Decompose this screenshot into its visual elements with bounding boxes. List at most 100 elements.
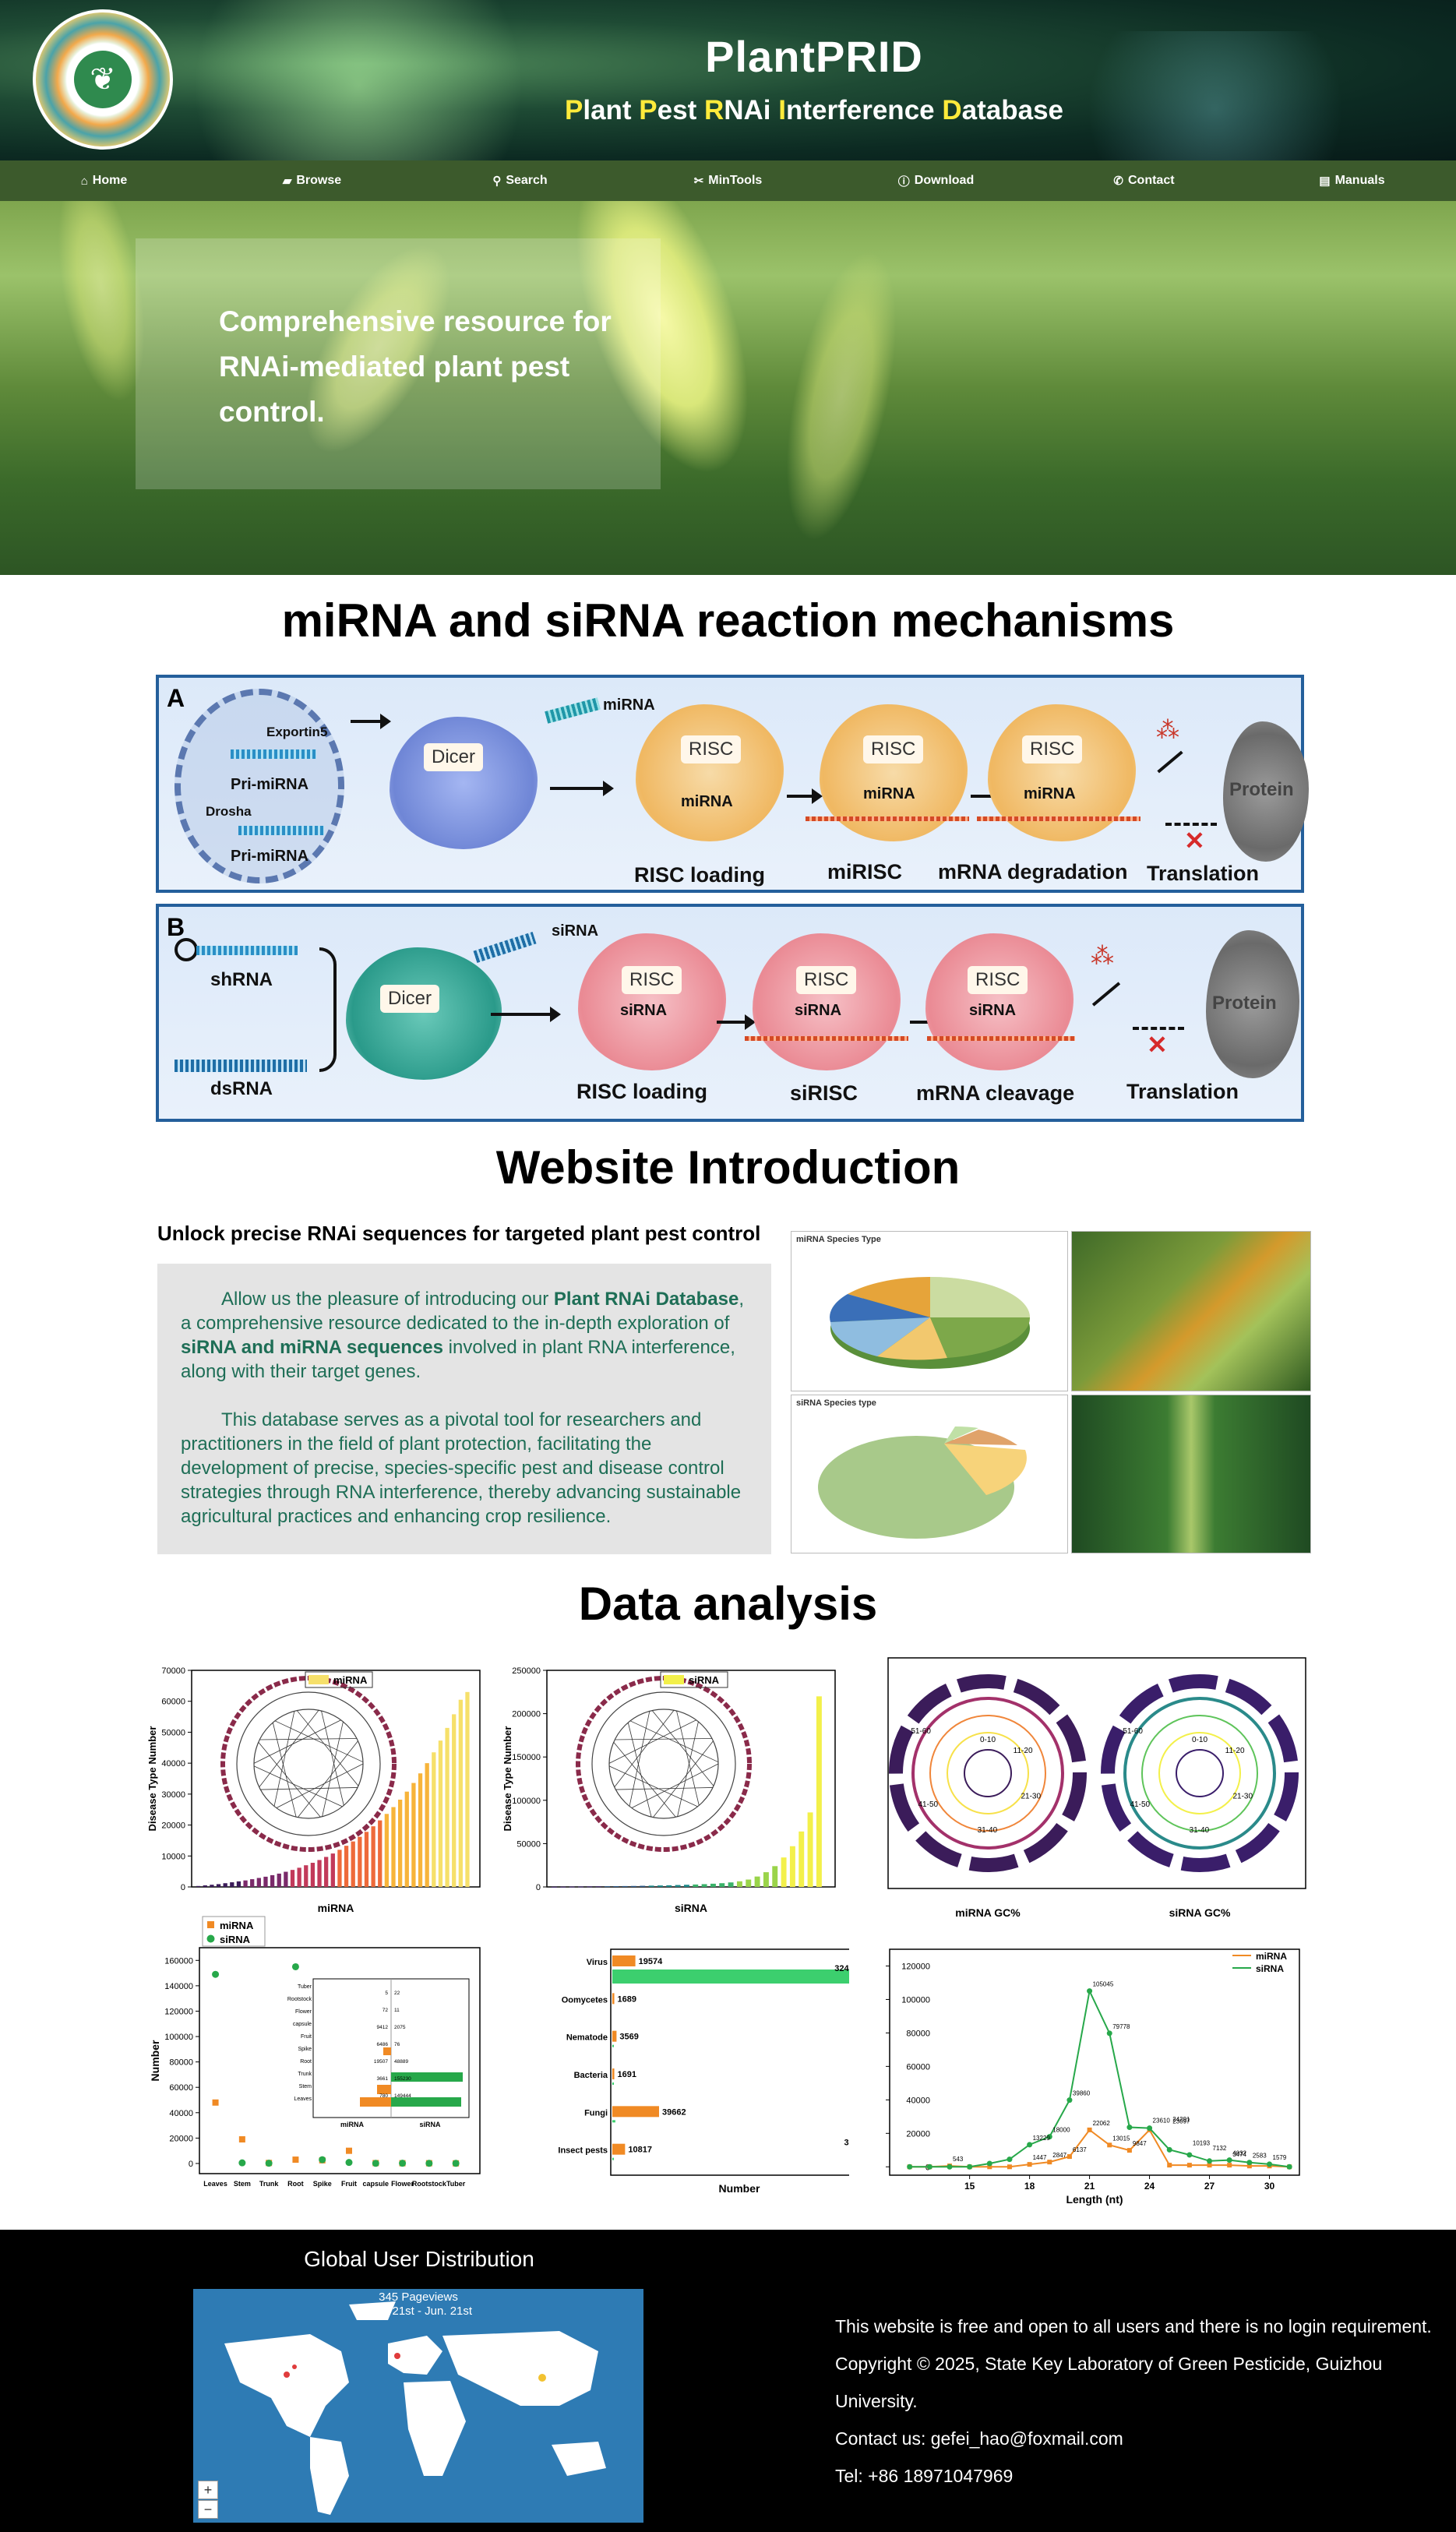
inset-value-label: 11: [394, 2008, 400, 2013]
inset-value-label: 3661: [377, 2076, 389, 2082]
x-tick-label: Flower: [391, 2180, 414, 2188]
home-icon: ⌂: [80, 174, 88, 188]
nav-item-mintools[interactable]: ✂MinTools: [624, 160, 832, 201]
bar: [710, 1883, 716, 1887]
radial-link: [614, 1709, 675, 1788]
legend-swatch: [664, 1675, 684, 1684]
gc-ring: [1123, 1697, 1276, 1850]
y-tick-label: 50000: [516, 1839, 541, 1849]
nav-item-contact[interactable]: ✆Contact: [1040, 160, 1248, 201]
radial-link: [322, 1721, 344, 1817]
ring-label: 11-20: [1014, 1747, 1033, 1755]
bar: [458, 1699, 463, 1887]
bar: [595, 1886, 601, 1888]
bar: [324, 1857, 329, 1887]
x-tick-label: Leaves: [203, 2180, 227, 2188]
bar: [630, 1885, 636, 1887]
gc-ring: [964, 1749, 1012, 1797]
inset-value-label: 76: [394, 2042, 400, 2047]
nav-item-label: Download: [914, 174, 975, 187]
inset-row-label: Leaves: [294, 2096, 312, 2102]
inset-value-label: 149444: [394, 2093, 411, 2099]
inset-row-label: Fruit: [301, 2034, 312, 2040]
world-map[interactable]: 345 Pageviews May. 21st - Jun. 21st + −: [193, 2289, 643, 2523]
bar: [666, 1885, 672, 1887]
intro-images: miRNA Species Type siRNA Species type: [791, 1231, 1311, 1553]
inset-row-label: capsule: [293, 2022, 312, 2027]
y-tick-label: 80000: [169, 2058, 193, 2068]
ring-label: 31-40: [1190, 1826, 1210, 1835]
x-tick-label: Stem: [234, 2180, 251, 2188]
zoom-in-button[interactable]: +: [198, 2481, 218, 2499]
zoom-out-button[interactable]: −: [198, 2500, 218, 2519]
series-point: [967, 2163, 973, 2170]
search-icon: ⚲: [492, 175, 502, 188]
series-point: [1186, 2163, 1192, 2168]
dicer-blob: [390, 717, 538, 849]
radial-link: [253, 1765, 343, 1807]
bar: [277, 1873, 281, 1887]
inset-value-label: 155230: [394, 2076, 411, 2082]
series-point: [1167, 2163, 1172, 2168]
inset-value-label: 6486: [377, 2042, 389, 2047]
nav-item-manuals[interactable]: ▤Manuals: [1248, 160, 1456, 201]
scatter-point: [265, 2160, 273, 2167]
y-tick-label: 20000: [906, 2129, 930, 2139]
bar: [404, 1791, 409, 1887]
bar: [391, 1807, 396, 1887]
point-label: 2583: [1253, 2153, 1267, 2160]
point-label: 18000: [1052, 2127, 1070, 2134]
inset-value-label: 22: [394, 1991, 400, 1996]
document-icon: ▤: [1319, 175, 1331, 188]
legend-box: [660, 1671, 728, 1688]
plot-frame: [199, 1947, 481, 2174]
x-tick-label: capsule: [363, 2180, 390, 2188]
series-point: [1207, 2163, 1212, 2168]
point-label: 22062: [1093, 2120, 1111, 2127]
nav-item-search[interactable]: ⚲Search: [416, 160, 624, 201]
x-axis-label: miRNA: [318, 1902, 354, 1914]
subtitle-part: P: [639, 95, 657, 125]
series-point: [947, 2163, 953, 2170]
scatter-point: [212, 1970, 220, 1978]
radial-link: [651, 1710, 714, 1786]
series-point: [1246, 2160, 1253, 2166]
y-tick-label: 60000: [906, 2062, 930, 2072]
y-tick-label: 0: [536, 1883, 541, 1892]
bar: [719, 1883, 725, 1887]
nav-item-home[interactable]: ⌂Home: [0, 160, 208, 201]
gc-ring: [1176, 1749, 1224, 1797]
step-label: miRISC: [827, 860, 903, 883]
ring-label: 0-10: [1192, 1736, 1207, 1744]
bar: [657, 1885, 663, 1887]
bar: [693, 1884, 699, 1887]
protein-label: Protein: [1229, 779, 1294, 800]
bar: [236, 1881, 241, 1887]
site-logo[interactable]: ❦: [33, 9, 173, 150]
series-line: [909, 2128, 1290, 2168]
world-landmass: [224, 2301, 606, 2515]
series-point: [1246, 2163, 1252, 2169]
radial-link: [613, 1741, 676, 1818]
point-label: 23610: [1153, 2118, 1171, 2125]
series-point: [1186, 2152, 1193, 2158]
bar: [612, 2082, 614, 2085]
folder-icon: ▰: [282, 175, 292, 188]
y-tick-label: 20000: [169, 2134, 193, 2143]
nav-item-browse[interactable]: ▰Browse: [208, 160, 416, 201]
subtitle-part: lant: [583, 95, 640, 125]
footer-email[interactable]: Contact us: gefei_hao@foxmail.com: [835, 2428, 1123, 2449]
radial-link: [653, 1740, 714, 1818]
ring-label: 41-50: [1130, 1800, 1151, 1809]
contact-icon: ✆: [1113, 175, 1123, 188]
y-tick-label: 160000: [164, 1956, 193, 1966]
radial-link: [259, 1738, 357, 1740]
bar: [398, 1800, 403, 1887]
legend-box: [305, 1671, 373, 1688]
bar: [763, 1872, 769, 1887]
hero-text: Comprehensive resource for RNAi-mediated…: [219, 305, 612, 428]
bar: [612, 2157, 614, 2160]
site-header: ❦ PlantPRID Plant Pest RNAi Interference…: [0, 0, 1456, 160]
